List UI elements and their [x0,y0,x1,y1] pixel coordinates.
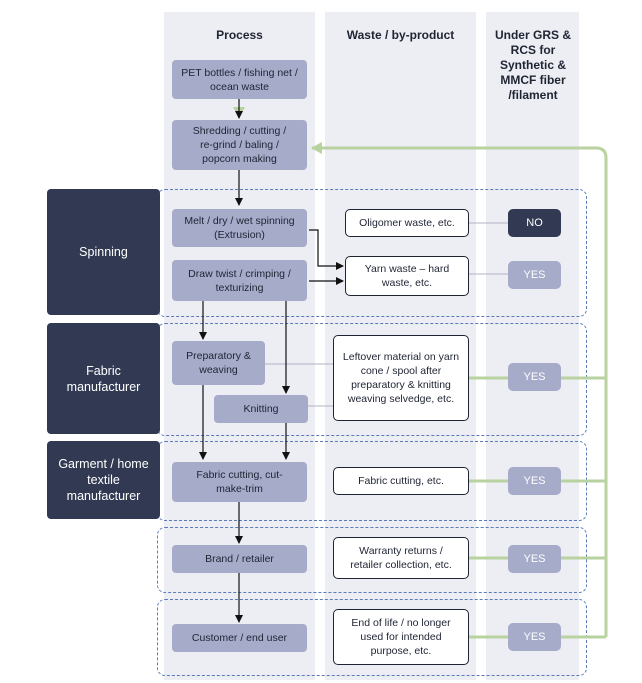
process-customer: Customer / end user [172,624,307,652]
stage-spinning: Spinning [47,189,160,315]
waste-warranty-returns: Warranty returns / retailer collection, … [333,537,469,579]
badge-oligomer-no: NO [508,209,561,237]
process-pet-bottles: PET bottles / fishing net / ocean waste [172,60,307,99]
badge-end-of-life-yes: YES [508,623,561,651]
process-draw-twist: Draw twist / crimping / texturizing [172,260,307,301]
process-brand-retailer: Brand / retailer [172,545,307,573]
waste-leftover-material: Leftover material on yarn cone / spool a… [333,335,469,421]
badge-fabric-cutting-yes: YES [508,467,561,495]
brand-group [157,527,587,593]
process-knitting: Knitting [214,395,308,423]
waste-yarn: Yarn waste – hard waste, etc. [345,256,469,296]
waste-oligomer: Oligomer waste, etc. [345,209,469,237]
process-fabric-cutting: Fabric cutting, cut-make-trim [172,462,307,502]
waste-end-of-life: End of life / no longer used for intende… [333,609,469,665]
stage-garment-manufacturer: Garment / home textile manufacturer [47,441,160,519]
badge-warranty-yes: YES [508,545,561,573]
badge-yarn-yes: YES [508,261,561,289]
waste-header: Waste / by-product [346,28,455,42]
process-preparatory-weaving: Preparatory & weaving [172,341,265,385]
badge-leftover-yes: YES [508,363,561,391]
waste-fabric-cutting: Fabric cutting, etc. [333,467,469,495]
grs-header: Under GRS & RCS for Synthetic & MMCF fib… [494,28,571,102]
stage-fabric-manufacturer: Fabric manufacturer [47,323,160,434]
process-header: Process [216,28,263,42]
process-shredding: Shredding / cutting / re-grind / baling … [172,120,307,170]
process-melt-spinning: Melt / dry / wet spinning (Extrusion) [172,209,307,247]
